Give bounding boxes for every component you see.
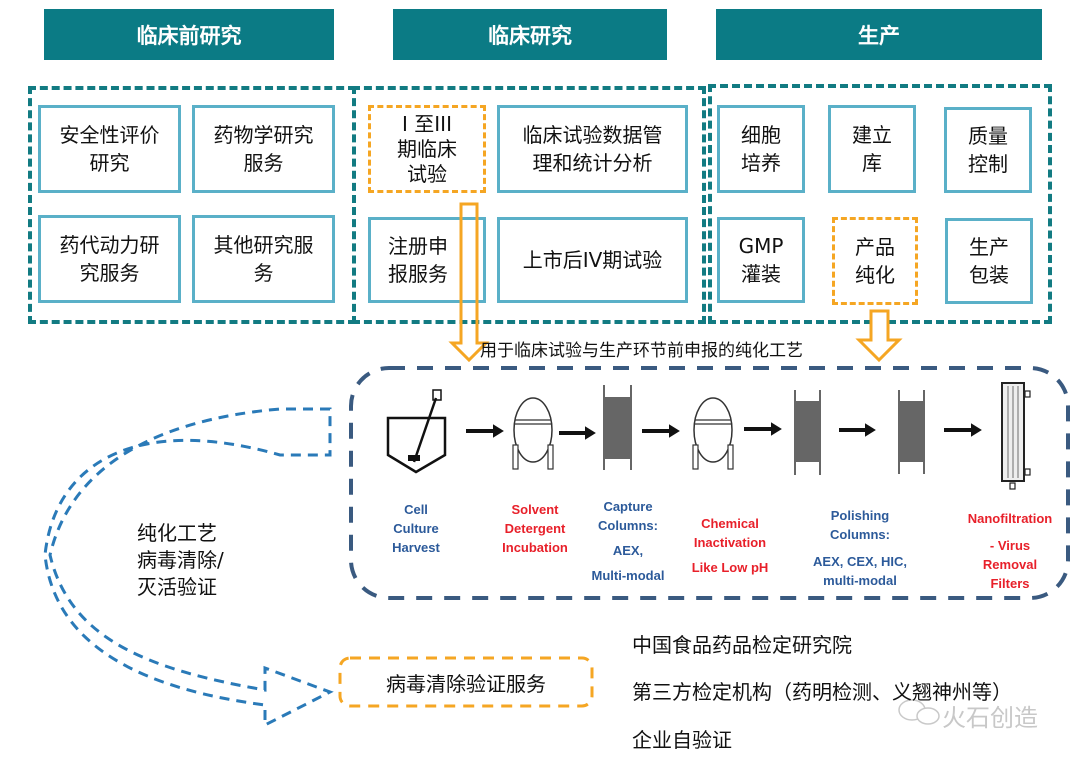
service-box-border: [338, 656, 594, 708]
capture-column-icon: [603, 385, 632, 470]
service-box-label: 病毒清除验证服务: [386, 672, 546, 696]
loop-label: 纯化工艺病毒清除/灭活验证: [137, 521, 224, 599]
process-container: [349, 366, 1070, 600]
box-product-purification: 产品纯化: [832, 217, 918, 305]
nanofilter-icon: [1001, 382, 1031, 490]
flow-arrow-3: [642, 424, 680, 438]
header-clinical: 临床研究: [393, 9, 667, 60]
header-production: 生产: [716, 9, 1042, 60]
provider-third-party: 第三方检定机构（药明检测、义翘神州等）: [632, 680, 1012, 704]
box-build-bank: 建立库: [828, 105, 916, 193]
box-production-packaging: 生产包装: [945, 218, 1033, 304]
box-registration: 注册申报服务: [368, 217, 486, 303]
box-quality-control: 质量控制: [944, 107, 1032, 193]
watermark: 火石创造: [942, 704, 1038, 732]
purification-caption: 用于临床试验与生产环节前申报的纯化工艺: [480, 341, 803, 361]
box-pharmacology: 药物学研究服务: [192, 105, 335, 193]
box-pharmacokinetics: 药代动力研究服务: [38, 215, 181, 303]
polishing-column-icon-1: [794, 390, 821, 475]
group-preclinical: [28, 86, 356, 324]
arrow-from-purification: [855, 309, 903, 363]
box-other-research: 其他研究服务: [192, 215, 335, 303]
vessel-icon-2: [692, 397, 734, 470]
box-phase-4-trials: 上市后IV期试验: [497, 217, 688, 303]
box-cell-culture: 细胞培养: [717, 105, 805, 193]
provider-nifdc: 中国食品药品检定研究院: [632, 633, 852, 657]
provider-self-validation: 企业自验证: [632, 728, 732, 752]
flow-arrow-6: [944, 423, 982, 437]
vessel-icon-1: [512, 397, 554, 470]
polishing-column-icon-2: [898, 390, 925, 474]
wechat-icon: [898, 699, 940, 725]
box-clinical-data-management: 临床试验数据管理和统计分析: [497, 105, 688, 193]
header-preclinical: 临床前研究: [44, 9, 334, 60]
group-clinical: [352, 86, 706, 324]
flow-arrow-5: [839, 423, 876, 437]
flow-arrow-4: [744, 422, 782, 436]
box-safety-evaluation: 安全性评价研究: [38, 105, 181, 193]
arrow-from-clinical-trials: [448, 202, 490, 363]
bioreactor-icon: [386, 389, 447, 474]
flow-arrow-2: [559, 426, 596, 440]
flow-arrow-1: [466, 424, 504, 438]
